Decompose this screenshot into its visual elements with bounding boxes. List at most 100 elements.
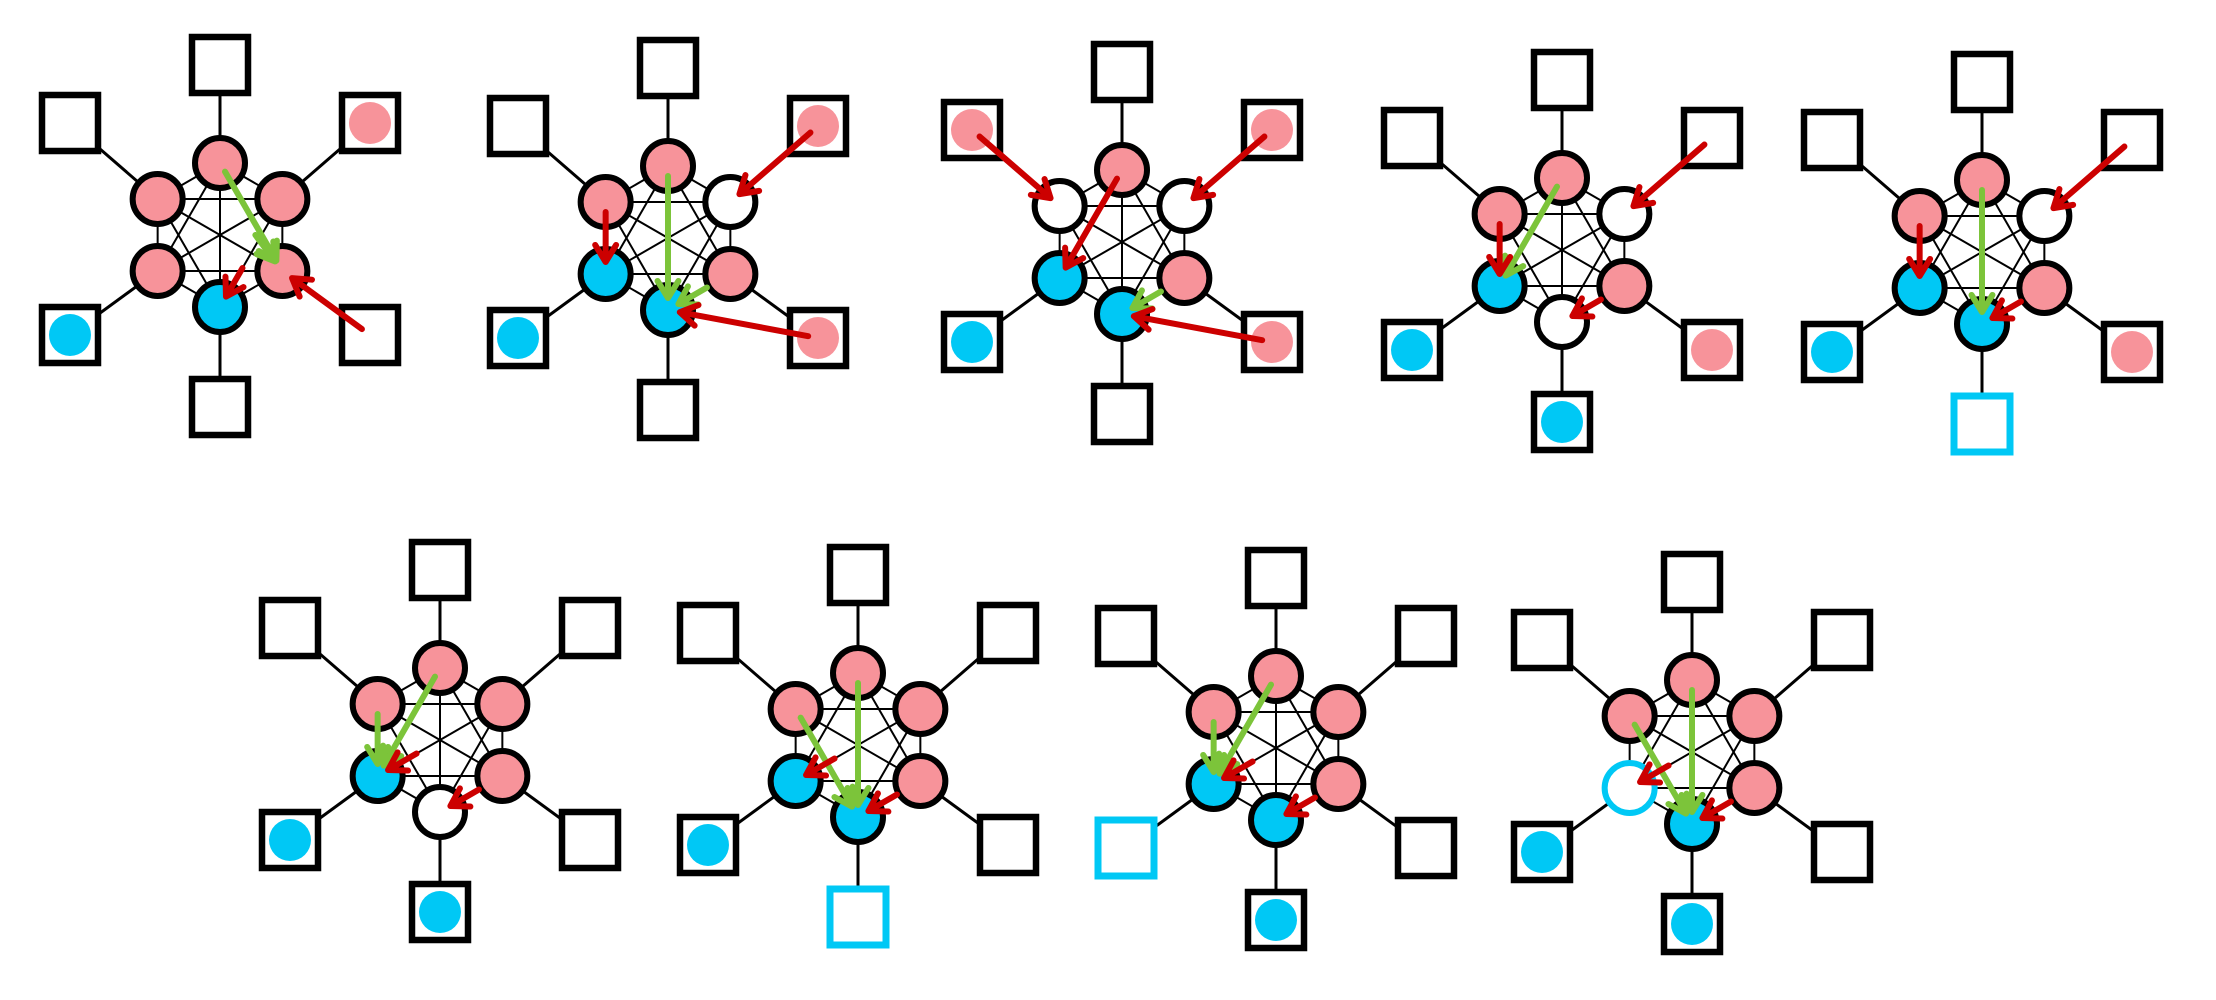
panel-8 xyxy=(1094,546,1458,952)
red-arrow xyxy=(676,302,812,340)
box-token-pink xyxy=(1691,329,1733,371)
box-empty xyxy=(1394,816,1458,880)
box-empty xyxy=(976,601,1040,665)
node-pink xyxy=(1601,688,1658,744)
box-empty xyxy=(38,91,102,155)
node-pink xyxy=(254,171,311,227)
box-empty xyxy=(188,33,252,97)
red-arrow xyxy=(1062,175,1120,271)
box-empty xyxy=(338,303,402,367)
box-empty xyxy=(1950,50,2014,114)
node-pink xyxy=(1726,760,1783,816)
box-empty xyxy=(558,596,622,660)
box-empty xyxy=(1660,550,1724,614)
box-empty xyxy=(408,538,472,602)
panel-5 xyxy=(1800,50,2164,456)
red-arrow xyxy=(1630,141,1708,210)
green-arrow xyxy=(1129,287,1164,312)
box-empty xyxy=(826,543,890,607)
node-pink xyxy=(474,676,531,732)
node-pink xyxy=(1310,756,1367,812)
red-arrow xyxy=(865,790,900,815)
red-arrow xyxy=(289,275,365,333)
panel-2 xyxy=(486,36,850,442)
node-pink xyxy=(1534,150,1590,206)
box-empty xyxy=(258,596,322,660)
box-token-blue xyxy=(419,891,461,933)
box-empty xyxy=(636,378,700,442)
box-token-blue xyxy=(1811,331,1853,373)
red-arrow xyxy=(803,754,838,779)
red-arrow xyxy=(1486,221,1514,277)
box-token-blue xyxy=(49,314,91,356)
red-arrow xyxy=(1283,793,1318,818)
box-token-blue xyxy=(1521,831,1563,873)
box-empty xyxy=(1810,608,1874,672)
red-arrow xyxy=(447,785,482,810)
box-token-pink xyxy=(349,102,391,144)
green-arrow xyxy=(252,232,279,265)
red-arrow xyxy=(1989,297,2024,322)
node-pink xyxy=(1156,250,1213,306)
box-blue-outline xyxy=(826,885,890,949)
box-empty xyxy=(1090,382,1154,446)
box-token-blue xyxy=(1391,329,1433,371)
box-empty xyxy=(976,813,1040,877)
box-token-blue xyxy=(497,317,539,359)
red-arrow xyxy=(1906,223,1934,279)
red-arrow xyxy=(1221,757,1256,782)
panel-7 xyxy=(676,543,1040,949)
box-token-pink xyxy=(1251,321,1293,363)
node-pink xyxy=(192,135,248,191)
box-blue-outline xyxy=(1950,392,2014,456)
green-arrow xyxy=(1200,719,1228,775)
panel-6 xyxy=(258,538,622,944)
node-pink xyxy=(702,246,759,302)
node-pink xyxy=(412,640,468,696)
node-pink xyxy=(1596,258,1653,314)
box-token-blue xyxy=(1255,899,1297,941)
box-empty xyxy=(1394,604,1458,668)
green-arrow xyxy=(675,283,710,308)
box-empty xyxy=(1530,48,1594,112)
node-pink xyxy=(767,681,824,737)
green-arrow xyxy=(654,173,682,301)
box-empty xyxy=(676,601,740,665)
box-empty xyxy=(1094,604,1158,668)
red-arrow xyxy=(385,749,420,774)
node-pink xyxy=(892,681,949,737)
red-arrow xyxy=(592,209,620,265)
box-token-blue xyxy=(269,819,311,861)
node-pink xyxy=(1248,648,1304,704)
red-arrow xyxy=(1130,306,1266,344)
box-empty xyxy=(188,375,252,439)
red-arrow xyxy=(2050,143,2128,212)
box-token-blue xyxy=(1671,903,1713,945)
green-arrow xyxy=(1968,187,1996,315)
box-empty xyxy=(1244,546,1308,610)
box-empty xyxy=(1810,820,1874,884)
box-empty xyxy=(1510,608,1574,672)
box-empty xyxy=(636,36,700,100)
node-pink xyxy=(1094,142,1150,198)
red-arrow xyxy=(736,129,814,198)
node-pink xyxy=(1726,688,1783,744)
red-arrow xyxy=(1190,133,1268,202)
box-empty xyxy=(486,94,550,158)
panel-1 xyxy=(38,33,402,439)
box-token-pink xyxy=(2111,331,2153,373)
panel-9 xyxy=(1510,550,1874,956)
box-empty xyxy=(2100,108,2164,172)
red-arrow xyxy=(1569,295,1604,320)
red-arrow xyxy=(222,265,247,300)
red-arrow xyxy=(976,133,1054,202)
red-arrow xyxy=(1637,761,1672,786)
node-pink xyxy=(1310,684,1367,740)
panel-3 xyxy=(940,40,1304,446)
node-pink xyxy=(2016,260,2073,316)
box-empty xyxy=(1380,106,1444,170)
node-pink xyxy=(129,243,186,299)
box-token-blue xyxy=(687,824,729,866)
box-empty xyxy=(1800,108,1864,172)
